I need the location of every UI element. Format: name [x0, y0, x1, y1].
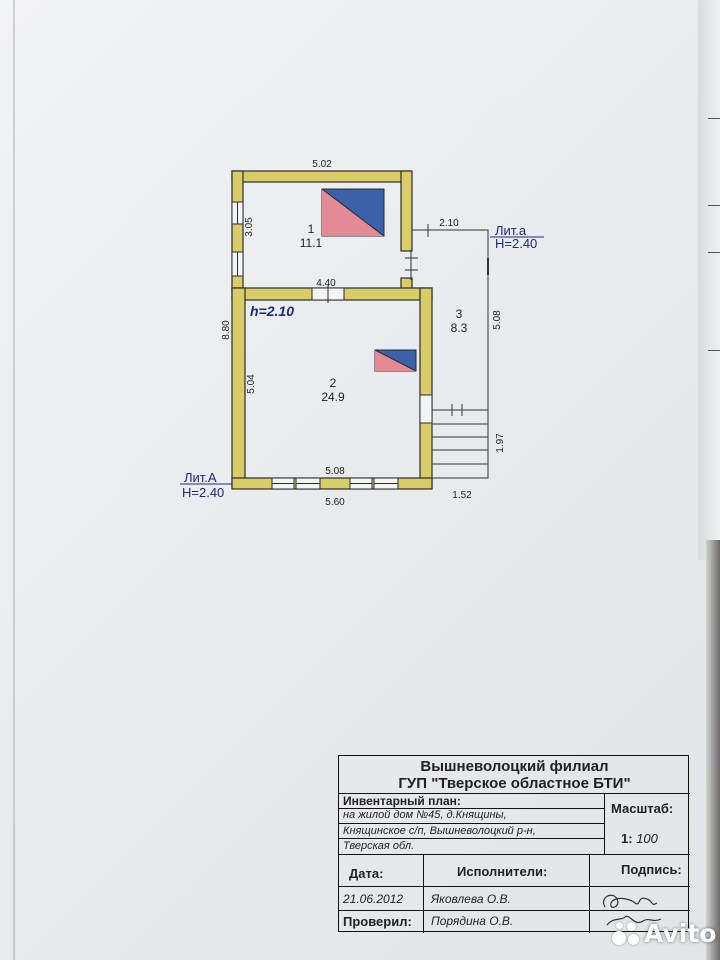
lit-main-name: Лит.А — [184, 470, 217, 485]
signature-label: Подпись: — [621, 862, 682, 877]
room2-number: 2 — [330, 376, 337, 390]
plan-line3: Тверская обл. — [343, 840, 415, 852]
checked-label: Проверил: — [343, 914, 412, 929]
stairs — [431, 409, 489, 479]
room3-number: 3 — [456, 307, 463, 321]
dim-porch-width: 2.10 — [439, 218, 459, 229]
plan-line1: на жилой дом №45, д.Княщины, — [343, 809, 507, 821]
veranda-door — [419, 394, 433, 424]
inner-height-label: h=2.10 — [250, 303, 294, 319]
avito-logo-icon — [612, 919, 640, 947]
scale-prefix: 1: — [621, 831, 633, 846]
avito-text: Avito — [644, 918, 717, 948]
scale-label: Масштаб: — [611, 801, 674, 816]
stove-room1 — [321, 188, 385, 237]
stove-room2 — [374, 349, 417, 372]
room1-area: 11.1 — [300, 236, 323, 250]
plan-label: Инвентарный план: — [343, 794, 461, 808]
lit-main-height: H=2.40 — [182, 485, 224, 500]
dim-stairs-width: 1.52 — [452, 490, 472, 501]
org-line1: Вышневолоцкий филиал — [420, 758, 609, 775]
checker-name: Порядина О.В. — [431, 914, 514, 928]
dim-room2-height: 5.04 — [246, 374, 257, 394]
lit-small-height: H=2.40 — [495, 236, 537, 251]
room1-number: 1 — [308, 222, 315, 236]
room2-windows — [271, 477, 399, 490]
veranda-outline — [405, 224, 489, 416]
dim-bottom-outer: 5.60 — [325, 497, 345, 508]
room2-area: 24.9 — [321, 390, 345, 404]
room1-window — [231, 201, 244, 277]
dim-left-total: 8.80 — [221, 320, 232, 340]
avito-watermark: Avito — [612, 918, 716, 948]
plan-line2: Княщинское с/п, Вышневолоцкий р-н, — [343, 825, 536, 837]
shadow-edge — [706, 540, 720, 960]
date-value: 21.06.2012 — [343, 892, 404, 906]
org-line2: ГУП "Тверское областное БТИ" — [398, 775, 631, 792]
lit-small-name: Лит.а — [495, 223, 527, 238]
signatures — [603, 894, 662, 926]
executor-name: Яковлева О.В. — [431, 892, 511, 906]
title-block: Вышневолоцкий филиал ГУП "Тверское облас… — [338, 755, 690, 933]
room3-area: 8.3 — [451, 321, 468, 335]
executors-label: Исполнители: — [457, 864, 548, 879]
dim-top-width: 5.02 — [312, 159, 332, 170]
dim-room1-bottom: 4.40 — [316, 278, 336, 289]
dim-bottom-inner: 5.08 — [325, 466, 345, 477]
date-label: Дата: — [349, 866, 384, 881]
dim-stairs-height: 1.97 — [495, 433, 506, 453]
page-fold — [13, 0, 15, 960]
dim-veranda-height: 5.08 — [492, 310, 503, 330]
adjacent-page-edge — [698, 0, 720, 560]
scale-value: 100 — [636, 831, 658, 846]
dim-room1-height: 3.05 — [244, 217, 255, 237]
